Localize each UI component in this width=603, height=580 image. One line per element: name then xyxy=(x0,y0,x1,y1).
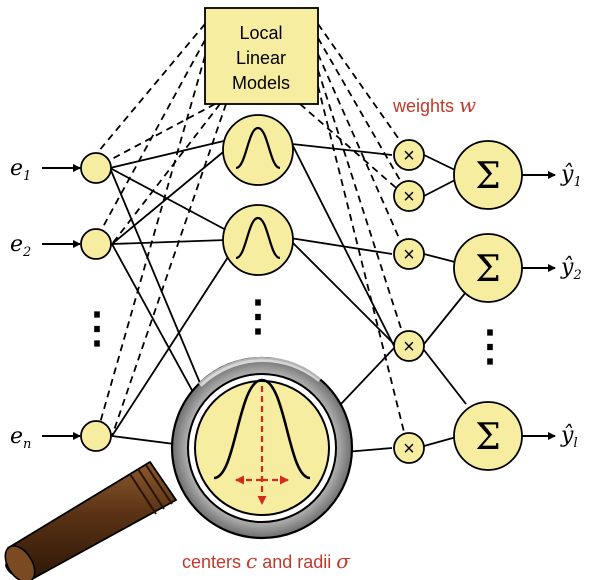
svg-text:Σ: Σ xyxy=(475,417,500,458)
rbf-ellipsis: ⋮ xyxy=(237,291,279,340)
input-node xyxy=(80,420,112,452)
rbf-node-1 xyxy=(222,114,294,186)
link xyxy=(423,253,456,263)
link xyxy=(109,139,229,169)
output-arrows xyxy=(522,171,556,440)
link xyxy=(423,179,456,197)
gaussian-curve xyxy=(235,126,281,170)
input-label-n: en xyxy=(10,424,31,452)
gaussian-curve xyxy=(235,216,281,260)
output-label-1: ŷ1 xyxy=(560,162,582,190)
input-label-2: e2 xyxy=(10,232,31,260)
rbf-node-2 xyxy=(222,204,294,276)
dashed-link xyxy=(317,37,409,195)
multiplier-node-5: × xyxy=(393,432,425,464)
dashed-links-right xyxy=(299,23,411,449)
input-ellipsis: ⋮ xyxy=(76,303,118,352)
sum-nodes: Σ Σ Σ xyxy=(453,140,523,471)
dashed-link xyxy=(317,23,409,153)
box-line-3: Models xyxy=(232,73,290,93)
sum-node-3: Σ xyxy=(453,401,523,471)
centers-radii-label: centers c and radii σ xyxy=(182,549,351,573)
link xyxy=(291,143,393,156)
link xyxy=(423,349,467,405)
sum-node-1: Σ xyxy=(453,140,523,210)
svg-text:×: × xyxy=(403,186,415,208)
dashed-link xyxy=(111,103,227,437)
link xyxy=(111,253,231,437)
multiplier-node-4: × xyxy=(393,330,425,362)
dashed-link xyxy=(97,23,206,153)
gaussian-magnified xyxy=(213,378,311,480)
multiplier-nodes: × × × × × xyxy=(393,139,425,464)
svg-text:Σ: Σ xyxy=(475,249,500,290)
multiplier-node-2: × xyxy=(393,180,425,212)
link xyxy=(289,237,393,255)
dashed-link xyxy=(109,103,216,161)
input-label-1: e1 xyxy=(10,156,31,184)
dashed-link xyxy=(111,103,221,245)
input-node xyxy=(80,152,112,184)
input-node xyxy=(80,228,112,260)
weights-label: weights w xyxy=(392,93,476,117)
magnifier-handle xyxy=(4,460,178,580)
link xyxy=(111,239,227,245)
multiplier-node-1: × xyxy=(393,139,425,171)
input-arrows xyxy=(42,164,81,440)
output-label-2: ŷ2 xyxy=(560,255,582,283)
svg-text:Σ: Σ xyxy=(475,156,500,197)
svg-text:×: × xyxy=(403,438,415,460)
box-line-1: Local xyxy=(239,23,282,43)
svg-text:×: × xyxy=(403,145,415,167)
dashed-link xyxy=(317,85,409,449)
dashed-link xyxy=(317,53,407,255)
link xyxy=(109,167,227,231)
output-label-l: ŷl xyxy=(560,423,578,451)
svg-text:×: × xyxy=(403,244,415,266)
multiplier-node-3: × xyxy=(393,238,425,270)
center-radius-arrows xyxy=(235,386,289,505)
input-nodes xyxy=(80,152,112,452)
link xyxy=(423,154,456,171)
sum-ellipsis: ⋮ xyxy=(469,321,511,370)
link xyxy=(289,239,395,345)
dashed-link xyxy=(299,103,411,201)
link xyxy=(291,143,395,347)
link xyxy=(111,147,229,245)
link xyxy=(339,345,397,406)
svg-text:×: × xyxy=(403,336,415,358)
box-line-2: Linear xyxy=(236,48,286,68)
sum-node-2: Σ xyxy=(453,233,523,303)
link xyxy=(423,291,467,345)
local-linear-models-box: Local Linear Models xyxy=(204,7,319,105)
